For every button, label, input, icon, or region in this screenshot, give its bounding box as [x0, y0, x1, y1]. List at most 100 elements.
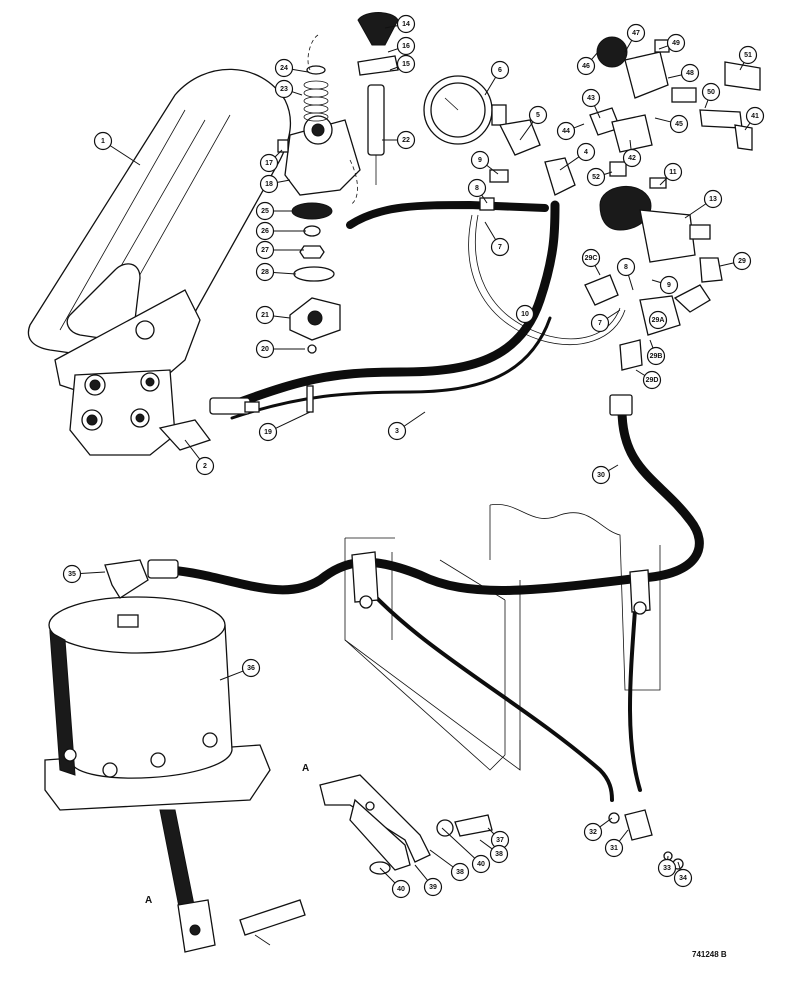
callout-label: 3	[395, 428, 399, 435]
callout-34: 34	[675, 870, 692, 887]
leader-line	[415, 865, 428, 880]
leader-line	[273, 273, 296, 274]
callout-16: 16	[398, 38, 415, 55]
leader-line	[619, 830, 628, 841]
callout-40: 40	[393, 881, 410, 898]
callout-label: 27	[261, 247, 269, 254]
plunger-assembly	[358, 13, 398, 186]
callout-24: 24	[276, 60, 293, 77]
leader-line	[668, 75, 682, 78]
leader-line	[277, 180, 290, 182]
callout-label: 35	[68, 571, 76, 578]
callout-label: 52	[592, 174, 600, 181]
callout-label: 24	[280, 65, 288, 72]
callout-29a: 29A	[650, 312, 667, 329]
leader-line	[650, 340, 653, 348]
callout-label: 43	[587, 95, 595, 102]
callout-label: 21	[261, 312, 269, 319]
callout-27: 27	[257, 242, 274, 259]
callout-40: 40	[473, 856, 490, 873]
callout-35: 35	[64, 566, 81, 583]
callout-label: 50	[707, 89, 715, 96]
leader-line	[705, 100, 708, 108]
drawing-number: 741248 B	[692, 950, 727, 959]
leader-line	[80, 572, 105, 573]
callout-label: 11	[669, 169, 677, 176]
callout-label: 23	[280, 86, 288, 93]
callout-39: 39	[425, 879, 442, 896]
callout-label: 8	[624, 264, 628, 271]
leader-line	[485, 222, 496, 240]
callout-47: 47	[628, 25, 645, 42]
callout-label: 25	[261, 208, 269, 215]
callout-36: 36	[243, 660, 260, 677]
callout-41: 41	[747, 108, 764, 125]
callout-label: 38	[456, 869, 464, 876]
callout-label: 6	[498, 67, 502, 74]
callout-label: 31	[610, 845, 618, 852]
callout-label: 37	[496, 837, 504, 844]
callout-42: 42	[624, 150, 641, 167]
callout-32: 32	[585, 824, 602, 841]
callout-1: 1	[95, 133, 112, 150]
callout-label: 28	[261, 269, 269, 276]
callout-29d: 29D	[644, 372, 661, 389]
callout-label: 10	[521, 311, 529, 318]
callout-label: 29D	[646, 377, 659, 384]
callout-label: 8	[475, 185, 479, 192]
air-cylinder	[45, 560, 305, 952]
callout-label: 29A	[652, 317, 665, 324]
callout-label: 17	[265, 160, 273, 167]
callout-label: 29B	[650, 353, 663, 360]
callout-21: 21	[257, 307, 274, 324]
leader-line	[652, 280, 661, 283]
callout-14: 14	[398, 16, 415, 33]
callout-label: 1	[101, 138, 105, 145]
leader-line	[480, 840, 492, 849]
callout-18: 18	[261, 176, 278, 193]
callout-17: 17	[261, 155, 278, 172]
leader-line	[655, 118, 671, 122]
callout-23: 23	[276, 81, 293, 98]
callout-label: 7	[598, 320, 602, 327]
callout-9: 9	[661, 277, 678, 294]
leader-line	[636, 370, 645, 375]
callout-label: 40	[477, 861, 485, 868]
callout-9: 9	[472, 152, 489, 169]
callout-46: 46	[578, 58, 595, 75]
callout-label: 32	[589, 829, 597, 836]
callout-43: 43	[583, 90, 600, 107]
callout-7: 7	[592, 315, 609, 332]
callout-8: 8	[469, 180, 486, 197]
callout-label: 22	[402, 137, 410, 144]
callout-33: 33	[659, 860, 676, 877]
leader-line	[388, 49, 398, 52]
leader-line	[574, 124, 584, 128]
callout-2: 2	[197, 458, 214, 475]
callout-label: 42	[628, 155, 636, 162]
callout-31: 31	[606, 840, 623, 857]
callout-3: 3	[389, 423, 406, 440]
leader-line	[608, 465, 618, 471]
callout-49: 49	[668, 35, 685, 52]
callout-19: 19	[260, 424, 277, 441]
leader-line	[607, 310, 620, 318]
callout-label: 41	[751, 113, 759, 120]
callout-29b: 29B	[648, 348, 665, 365]
callout-30: 30	[593, 467, 610, 484]
callout-label: 20	[261, 346, 269, 353]
callout-label: 5	[536, 112, 540, 119]
frame-plates	[345, 504, 660, 770]
callout-29c: 29C	[583, 250, 600, 267]
callout-label: 34	[679, 875, 687, 882]
callout-11: 11	[665, 164, 682, 181]
callout-label: 45	[675, 121, 683, 128]
reference-letter-a1: A	[302, 763, 309, 774]
callout-label: 13	[709, 196, 717, 203]
callout-13: 13	[705, 191, 722, 208]
callout-label: 4	[584, 149, 588, 156]
callout-38: 38	[452, 864, 469, 881]
callout-label: 44	[562, 128, 570, 135]
leader-line	[404, 412, 425, 426]
